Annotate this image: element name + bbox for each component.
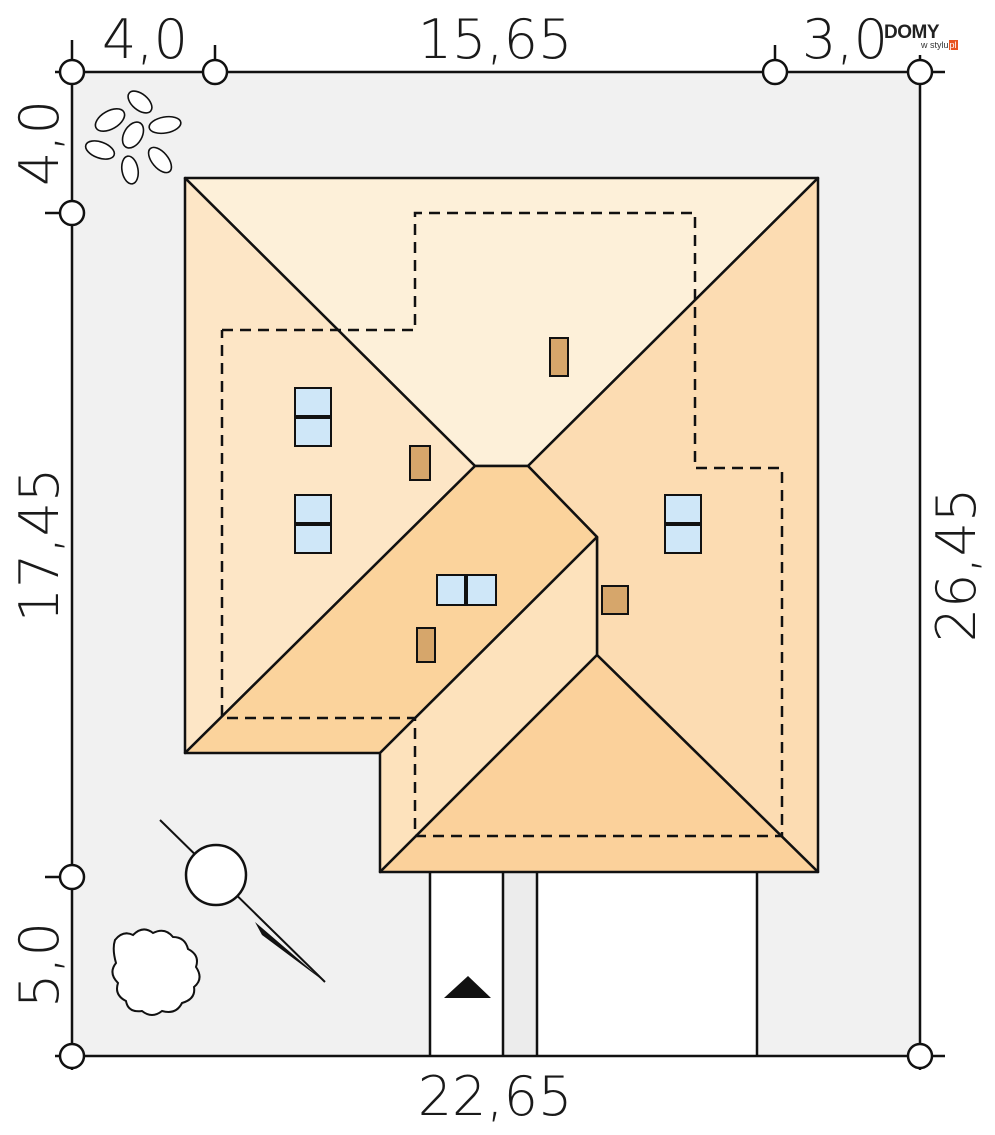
survey-point bbox=[58, 199, 86, 227]
survey-point bbox=[58, 58, 86, 86]
entrance-arrow-icon bbox=[444, 976, 491, 998]
dim-top-left: 4,0 bbox=[102, 8, 188, 71]
dim-left-top: 4,0 bbox=[8, 100, 71, 186]
chimney bbox=[409, 445, 431, 481]
survey-point bbox=[906, 1042, 934, 1070]
chimneys bbox=[409, 337, 629, 663]
survey-point bbox=[761, 58, 789, 86]
roof-windows bbox=[294, 387, 702, 606]
chimney bbox=[416, 627, 436, 663]
survey-point bbox=[906, 58, 934, 86]
chimney bbox=[549, 337, 569, 377]
tree-leafy-icon bbox=[84, 90, 182, 185]
logo-tld: pl bbox=[948, 40, 958, 50]
roof-bottom bbox=[378, 653, 820, 874]
survey-point bbox=[58, 863, 86, 891]
tree-bush-icon bbox=[111, 928, 201, 1016]
dim-bottom: 22,65 bbox=[418, 1065, 573, 1128]
survey-points bbox=[58, 58, 934, 1070]
survey-point bbox=[201, 58, 229, 86]
logo-sub-text: w stylu bbox=[921, 40, 949, 50]
logo-main: DOMY bbox=[884, 22, 940, 43]
logo: DOMY w stylupl bbox=[884, 22, 958, 50]
walkway bbox=[503, 872, 537, 1056]
dim-left-middle: 17,45 bbox=[8, 468, 71, 623]
building-outline-dashed bbox=[220, 211, 784, 838]
survey-point bbox=[58, 1042, 86, 1070]
dim-right: 26,45 bbox=[925, 488, 988, 643]
dim-top-middle: 15,65 bbox=[418, 8, 573, 71]
dim-top-right: 3,0 bbox=[802, 8, 888, 71]
logo-sub: w stylupl bbox=[921, 40, 958, 50]
north-arrow-icon bbox=[159, 819, 326, 983]
dim-left-bottom: 5,0 bbox=[8, 922, 71, 1008]
chimney bbox=[601, 585, 629, 615]
driveway bbox=[430, 872, 757, 1056]
